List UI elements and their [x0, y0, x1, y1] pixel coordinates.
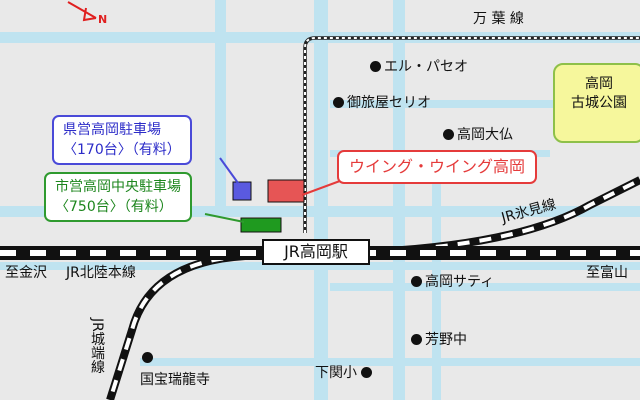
- north-mark: N: [98, 13, 107, 26]
- road-v-far-right: [432, 170, 441, 400]
- road-v-center: [314, 0, 328, 400]
- pref-parking-marker: [232, 181, 252, 201]
- station-label: JR高岡駅: [284, 242, 348, 261]
- muni-parking-name: 市営高岡中央駐車場: [55, 179, 181, 195]
- wing-wing-label: ウイング・ウイング高岡: [349, 157, 526, 176]
- landmark-dot: [333, 97, 344, 108]
- johana-line-label: JR城端線: [89, 318, 105, 374]
- landmark-dot: [411, 334, 422, 345]
- muni-parking-info: 〈750台〉（有料）: [55, 199, 173, 215]
- landmark-dot: [411, 276, 422, 287]
- muni-parking-leader: [204, 213, 245, 223]
- landmark-el-paseo: エル・パセオ: [370, 60, 468, 74]
- jr-takaoka-station: JR高岡駅: [262, 239, 370, 265]
- road-h-bottom: [140, 358, 640, 366]
- wing-wing-callout: ウイング・ウイング高岡: [337, 150, 538, 184]
- road-h-satie: [330, 283, 640, 291]
- wing-wing-marker: [267, 179, 305, 203]
- pref-parking-name: 県営高岡駐車場: [63, 122, 161, 138]
- north-arrow: [67, 1, 97, 22]
- landmark-zuiryuji-dot: [142, 351, 156, 365]
- hokuriku-line-label: JR北陸本線: [66, 265, 136, 281]
- park-name-line2: 古城公園: [571, 95, 627, 111]
- park-name-line1: 高岡: [585, 76, 613, 92]
- landmark-hagano: 芳野中: [411, 333, 467, 347]
- landmark-daibutsu: 高岡大仏: [443, 128, 513, 142]
- landmark-dot: [142, 352, 153, 363]
- pref-parking-leader: [219, 157, 239, 184]
- direction-toyama: 至富山: [586, 265, 628, 281]
- road-v-left: [215, 0, 226, 215]
- pref-parking-info: 〈170台〉（有料）: [63, 142, 181, 158]
- landmark-satie: 高岡サティ: [411, 275, 494, 289]
- pref-parking-callout: 県営高岡駐車場 〈170台〉（有料）: [52, 115, 192, 165]
- manyo-line-label: 万 葉 線: [473, 11, 524, 27]
- direction-kanazawa: 至金沢: [5, 265, 47, 281]
- muni-parking-callout: 市営高岡中央駐車場 〈750台〉（有料）: [44, 172, 192, 222]
- landmark-otabiya: 御旅屋セリオ: [333, 96, 431, 110]
- landmark-shimozeki: 下関小: [315, 366, 375, 380]
- landmark-dot: [361, 367, 372, 378]
- kojo-park: 高岡 古城公園: [553, 63, 640, 143]
- landmark-dot: [370, 61, 381, 72]
- landmark-dot: [443, 129, 454, 140]
- muni-parking-marker: [240, 217, 282, 233]
- road-h-top2: [330, 100, 640, 108]
- landmark-zuiryuji: 国宝瑞龍寺: [140, 372, 210, 388]
- manyo-tram-line: [303, 36, 640, 233]
